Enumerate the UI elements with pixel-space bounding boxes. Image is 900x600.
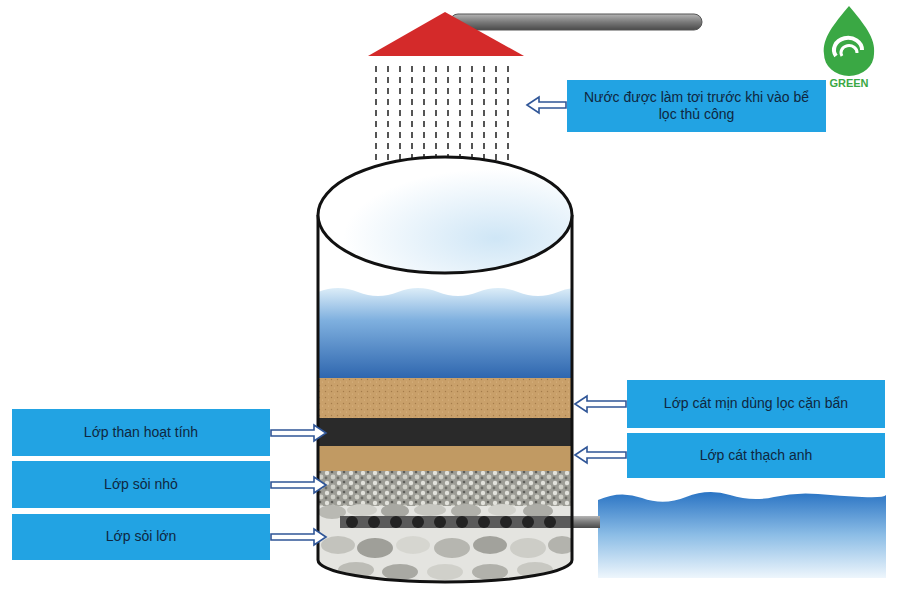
collector-pipe (340, 516, 580, 528)
quartz-sand-layer (318, 446, 573, 471)
logo-icon (824, 6, 874, 76)
leader-arrow (527, 97, 566, 113)
spray-line (411, 66, 413, 160)
callout-box: Lớp sỏi nhỏ (12, 461, 270, 508)
water-layer (318, 288, 598, 380)
leader-arrow (575, 447, 626, 463)
carbon-layer (318, 418, 573, 446)
pebble (451, 504, 481, 518)
callout-box: Lớp cát thạch anh (627, 433, 885, 478)
pebble (347, 504, 377, 516)
callout-text: Lớp than hoạt tính (84, 424, 198, 442)
pebble (488, 504, 516, 516)
pebble (396, 536, 430, 554)
shower-head (368, 12, 524, 56)
pebble (382, 564, 418, 580)
spray-line (423, 66, 425, 160)
pebble (434, 538, 470, 558)
water-spray (376, 66, 508, 160)
spray-line (375, 66, 377, 160)
spray-line (495, 66, 497, 160)
pebble (357, 538, 393, 558)
pipe-hole (390, 516, 402, 528)
pipe-hole (368, 516, 380, 528)
leader-arrow (271, 477, 326, 493)
spray-line (447, 66, 449, 160)
spray-line (471, 66, 473, 160)
spray-line (387, 66, 389, 160)
spray-line (507, 66, 509, 160)
spray-line (459, 66, 461, 160)
pebble (321, 536, 355, 554)
leader-arrow (271, 529, 326, 545)
pipe-hole (544, 516, 556, 528)
small-gravel-layer (318, 471, 573, 506)
callout-box: Lớp than hoạt tính (12, 409, 270, 456)
pebble (427, 564, 463, 580)
logo-drop (824, 6, 874, 76)
spray-line (483, 66, 485, 160)
callout-box: Lớp cát mịn dùng lọc cặn bẩn (627, 380, 885, 428)
inlet-pipe (450, 14, 702, 30)
logo-text: GREEN (818, 77, 880, 89)
pipe-hole (522, 516, 534, 528)
pebble (472, 564, 508, 580)
spray-line (435, 66, 437, 160)
callout-box: Lớp sỏi lớn (12, 514, 270, 560)
leader-arrow (271, 425, 326, 441)
callout-text: Lớp cát thạch anh (700, 447, 813, 465)
pipe-hole (346, 516, 358, 528)
output-water (598, 492, 886, 578)
fine-sand-layer (318, 378, 573, 418)
logo-swirl (841, 46, 857, 56)
outlet-pipe (572, 516, 600, 528)
callout-text: Lớp sỏi nhỏ (104, 476, 178, 494)
pipe-hole (500, 516, 512, 528)
pipe-hole (412, 516, 424, 528)
pebble (381, 504, 409, 518)
callout-text: Lớp cát mịn dùng lọc cặn bẩn (664, 395, 848, 413)
logo-swirl (834, 38, 862, 56)
leader-arrow (575, 396, 626, 412)
large-pebbles (318, 504, 576, 580)
callout-text: Nước được làm tơi trước khi vào bể lọc t… (577, 89, 816, 124)
pipe-hole (434, 516, 446, 528)
pipe-hole (478, 516, 490, 528)
tank-opening (318, 157, 572, 273)
pebble (414, 504, 446, 516)
callout-box: Nước được làm tơi trước khi vào bể lọc t… (567, 80, 826, 132)
pebble (473, 536, 507, 554)
leader-arrows (271, 97, 626, 545)
pipe-holes (346, 516, 556, 528)
callout-text: Lớp sỏi lớn (106, 528, 177, 546)
spray-line (399, 66, 401, 160)
pebble (523, 504, 553, 518)
pebble (510, 538, 546, 558)
pipe-hole (456, 516, 468, 528)
